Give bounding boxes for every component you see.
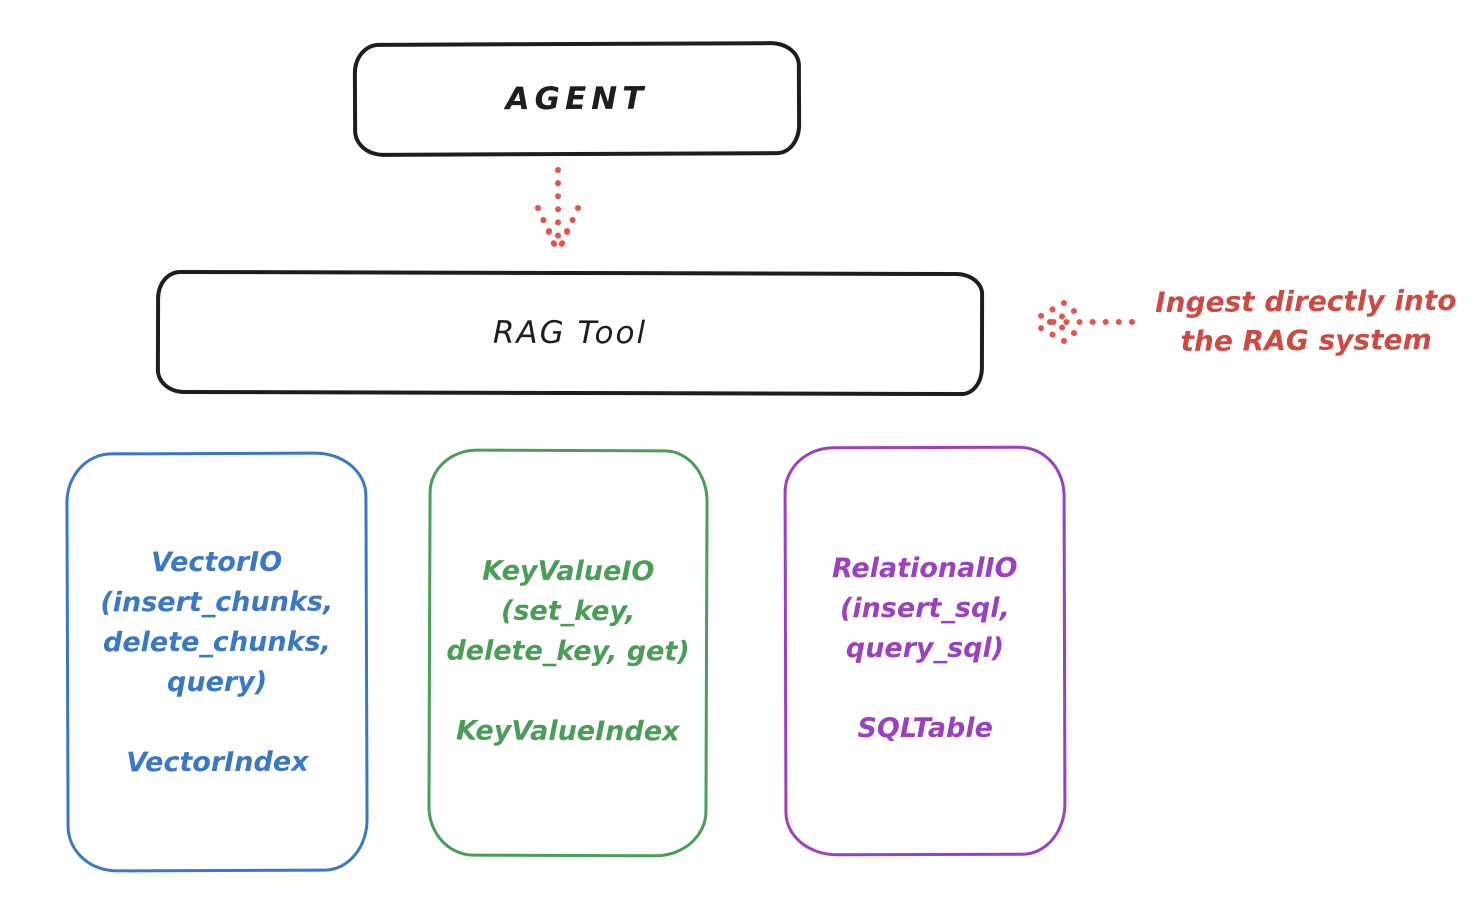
keyvalue-io-line: (set_key,: [500, 595, 636, 628]
agent-node: AGENT: [352, 41, 802, 157]
agent-label: AGENT: [505, 80, 649, 118]
vector-io-line: query): [166, 666, 268, 699]
keyvalue-io-line: delete_key, get): [446, 635, 690, 668]
vector-io-line: delete_chunks,: [102, 626, 331, 659]
vector-index-label: VectorIndex: [126, 746, 309, 779]
annotation-to-rag-arrow-icon: [1027, 300, 1135, 344]
rag-tool-node: RAG Tool: [155, 269, 985, 397]
keyvalue-io-box: KeyValueIO (set_key, delete_key, get) Ke…: [427, 448, 709, 858]
vector-io-line: (insert_chunks,: [100, 586, 334, 619]
vector-io-line: VectorIO: [151, 546, 283, 579]
ingest-annotation: Ingest directly into the RAG system: [1136, 281, 1477, 361]
relational-io-line: query_sql): [845, 632, 1005, 665]
ingest-annotation-line2: the RAG system: [1180, 323, 1432, 358]
agent-to-rag-arrow-icon: [535, 167, 581, 257]
ingest-annotation-line1: Ingest directly into: [1155, 283, 1457, 320]
rag-tool-label: RAG Tool: [492, 314, 648, 352]
keyvalue-index-label: KeyValueIndex: [455, 715, 680, 748]
relational-io-box: RelationalIO (insert_sql, query_sql) SQL…: [783, 445, 1067, 857]
sql-table-label: SQLTable: [857, 712, 993, 745]
vector-io-box: VectorIO (insert_chunks, delete_chunks, …: [65, 451, 369, 873]
keyvalue-io-line: KeyValueIO: [482, 555, 655, 588]
relational-io-line: RelationalIO: [831, 552, 1018, 585]
relational-io-line: (insert_sql,: [839, 592, 1010, 625]
